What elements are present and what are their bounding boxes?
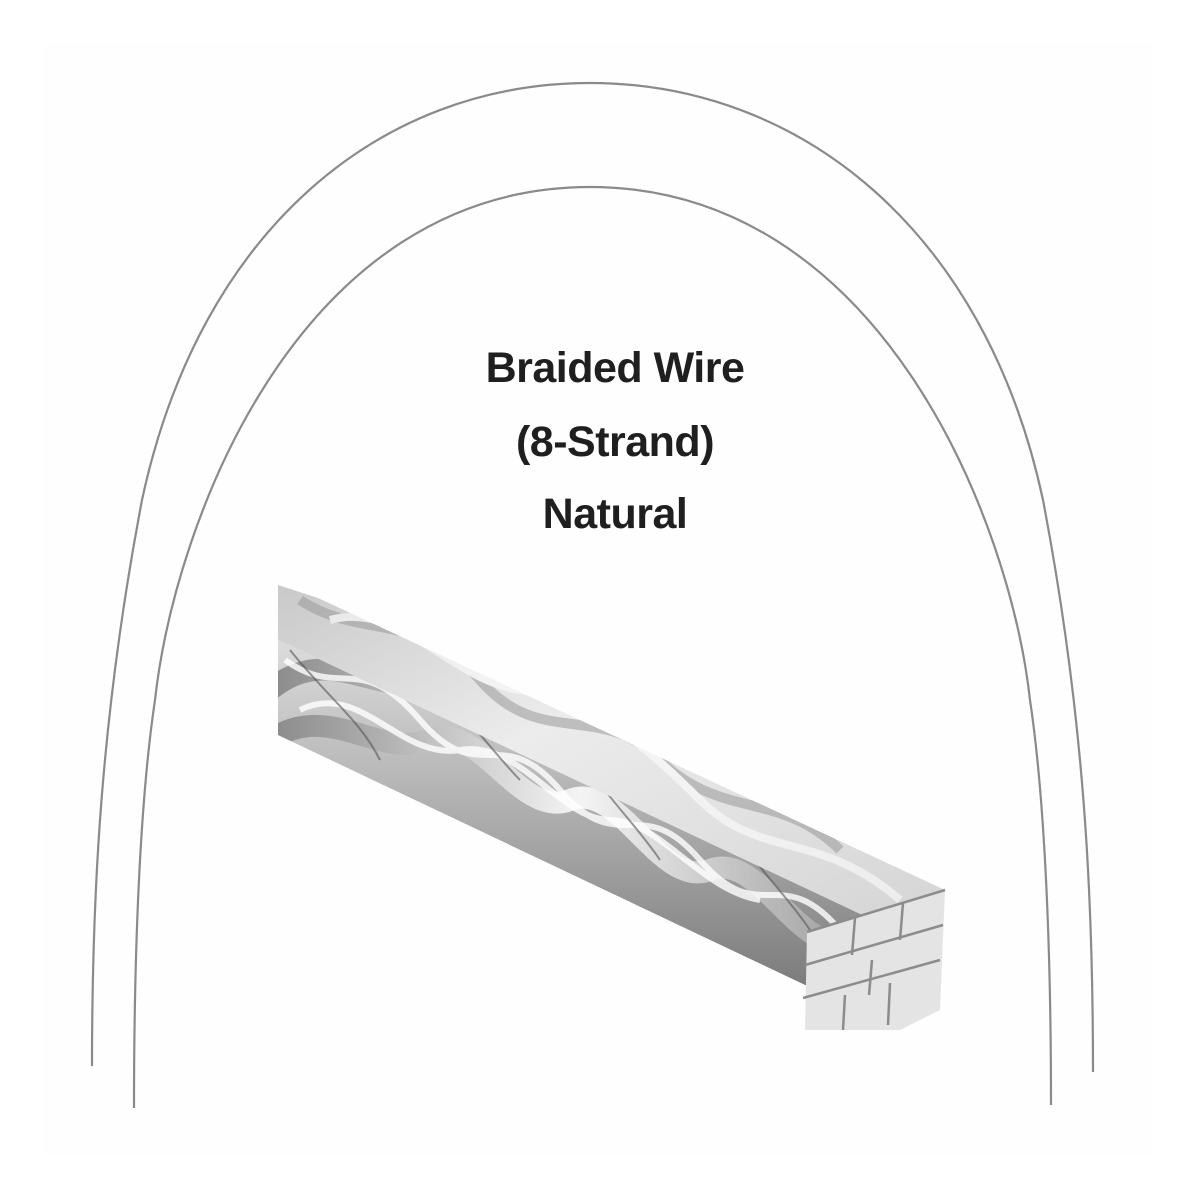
inner-arch-wire <box>132 185 1053 1109</box>
background-panel <box>43 43 1155 1155</box>
title-line-1: Braided Wire <box>485 344 745 392</box>
title-line-2: (8-Strand) <box>515 418 715 466</box>
wire-end-face <box>802 888 946 1031</box>
braided-wire-segment <box>278 585 946 1031</box>
outer-arch-wire <box>90 81 1095 1073</box>
title-line-3: Natural <box>542 490 688 538</box>
